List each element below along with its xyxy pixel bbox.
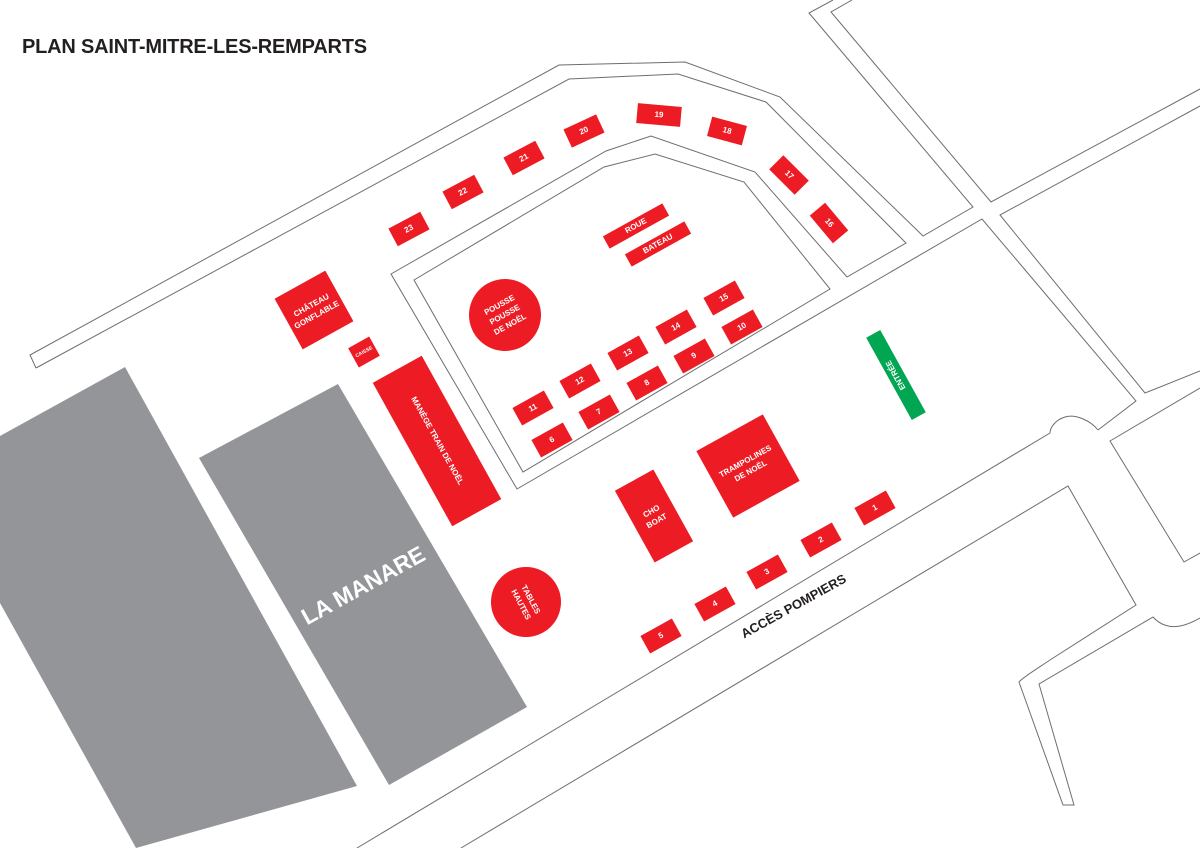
road-edge (1109, 387, 1200, 563)
stall-17[interactable]: 17 (769, 155, 809, 195)
attraction-chateau-gonflable[interactable]: CHÂTEAU GONFLABLE (274, 270, 354, 350)
stall-13[interactable]: 13 (607, 335, 649, 371)
stall-23[interactable]: 23 (388, 211, 430, 247)
stall-18[interactable]: 18 (707, 116, 747, 146)
stall-number: 19 (654, 110, 664, 120)
stall-21[interactable]: 21 (503, 140, 545, 176)
stall-20[interactable]: 20 (563, 114, 605, 148)
stall-number: 3 (763, 566, 772, 576)
map-title: PLAN SAINT-MITRE-LES-REMPARTS (22, 36, 367, 58)
stall-8[interactable]: 8 (626, 365, 668, 401)
stall-number: 5 (657, 630, 666, 640)
attraction-pousse-pousse[interactable]: POUSSE POUSSE DE NOËL (456, 266, 554, 364)
stall-number: 9 (690, 350, 699, 360)
stall-number: 4 (711, 598, 720, 608)
stall-15[interactable]: 15 (703, 280, 745, 316)
attraction-trampolines[interactable]: TRAMPOLINES DE NOËL (696, 414, 800, 518)
stall-11[interactable]: 11 (512, 390, 554, 426)
stall-number: 7 (595, 406, 604, 416)
attraction-tables-hautes[interactable]: TABLES HAUTES (479, 555, 574, 650)
stall-6[interactable]: 6 (531, 422, 573, 458)
stall-14[interactable]: 14 (655, 309, 697, 345)
stall-9[interactable]: 9 (673, 338, 715, 374)
plaza-outline (413, 153, 831, 473)
road-edge (830, 0, 1200, 203)
attraction-cho-boat[interactable]: CHO BOAT (614, 469, 694, 563)
attraction-caisse[interactable]: CAISSE (348, 336, 380, 368)
road-edge (999, 105, 1200, 394)
stall-7[interactable]: 7 (578, 394, 620, 430)
road-edge (35, 73, 1137, 490)
stall-number: 1 (871, 502, 880, 512)
entrance[interactable]: ENTRÉE (866, 330, 926, 420)
stall-19[interactable]: 19 (636, 103, 682, 127)
stall-number: 8 (643, 377, 652, 387)
building-la-manare (199, 384, 527, 785)
stall-1[interactable]: 1 (854, 490, 896, 526)
stall-16[interactable]: 16 (809, 202, 849, 244)
stall-number: 6 (548, 434, 557, 444)
stall-3[interactable]: 3 (746, 554, 788, 590)
road-edge (29, 0, 974, 369)
stall-number: 20 (578, 124, 590, 136)
stall-12[interactable]: 12 (559, 363, 601, 399)
stall-number: 18 (722, 125, 733, 136)
road-edge (460, 485, 1200, 848)
stall-2[interactable]: 2 (800, 522, 842, 558)
building-block (0, 367, 357, 848)
stall-4[interactable]: 4 (694, 586, 736, 622)
road-edge (356, 415, 1099, 848)
stall-22[interactable]: 22 (442, 174, 484, 210)
road-outlines (29, 0, 1200, 848)
stall-10[interactable]: 10 (721, 309, 763, 345)
stall-number: 2 (817, 534, 826, 544)
stall-5[interactable]: 5 (640, 618, 682, 654)
